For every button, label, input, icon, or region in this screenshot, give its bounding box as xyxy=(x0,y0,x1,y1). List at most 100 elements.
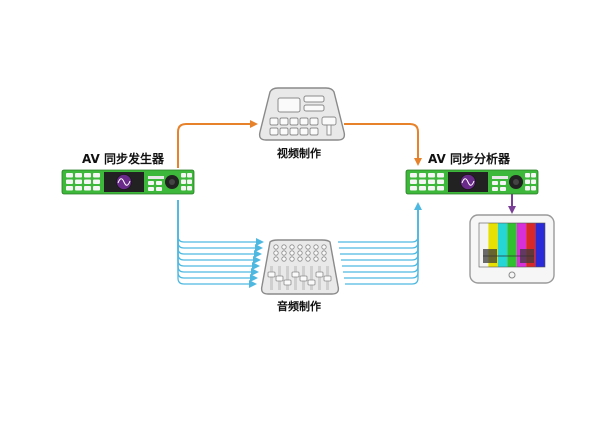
device-knob-center xyxy=(513,179,519,185)
mixer-knob xyxy=(289,244,295,250)
mixer-knob xyxy=(297,250,303,256)
test-pattern-bar xyxy=(526,223,536,267)
device-button xyxy=(156,187,162,191)
test-pattern-bar xyxy=(507,223,517,267)
device-button xyxy=(492,187,498,191)
device-button xyxy=(531,186,536,191)
device-button xyxy=(525,173,530,178)
console-panel xyxy=(303,104,325,112)
device-button xyxy=(419,173,426,178)
audio-arrow-out-3 xyxy=(340,204,419,255)
mixer-knob xyxy=(297,256,303,262)
console-key xyxy=(309,127,319,136)
audio-arrow-in-2 xyxy=(177,200,263,252)
device-logo xyxy=(492,176,508,179)
audio-arrow-in-1 xyxy=(177,200,264,246)
device-logo xyxy=(148,176,164,179)
video-signal-path xyxy=(177,120,422,168)
generator-label: AV 同步发生器 xyxy=(82,152,164,166)
device-button xyxy=(531,179,536,184)
console-key xyxy=(269,127,279,136)
mixer-knob xyxy=(289,256,295,262)
mixer-fader-track xyxy=(310,266,313,290)
device-button xyxy=(500,187,506,191)
tablet-home-button xyxy=(508,271,516,279)
test-pattern-bar xyxy=(497,223,508,267)
test-pattern-bar xyxy=(535,223,545,267)
audio-arrow-out-4 xyxy=(341,204,419,261)
device-button xyxy=(437,179,444,184)
device-button xyxy=(531,173,536,178)
device-button xyxy=(419,179,426,184)
mixer-knob xyxy=(313,256,319,262)
device-button xyxy=(428,173,435,178)
device-button xyxy=(181,173,186,178)
console-key xyxy=(289,117,299,126)
audio-arrow-in-5 xyxy=(177,200,260,270)
device-button xyxy=(187,186,192,191)
video-console-icon xyxy=(258,87,346,141)
device-button xyxy=(428,179,435,184)
mixer-knob xyxy=(273,256,279,262)
mixer-knob xyxy=(313,250,319,256)
device-button xyxy=(181,179,186,184)
device-button xyxy=(66,186,73,191)
audio-arrow-out-6 xyxy=(343,204,419,273)
mixer-knob xyxy=(281,250,287,256)
console-key xyxy=(289,127,299,136)
mixer-knob xyxy=(305,244,311,250)
device-button xyxy=(156,181,162,185)
console-key xyxy=(279,117,289,126)
device-button xyxy=(93,179,100,184)
device-button xyxy=(181,186,186,191)
mixer-fader-track xyxy=(286,266,289,290)
mixer-knob xyxy=(321,250,327,256)
audio-arrow-out-7 xyxy=(344,204,419,279)
device-button xyxy=(84,186,91,191)
audio-arrow-in-6 xyxy=(177,200,259,276)
console-joystick xyxy=(326,124,332,136)
mixer-fader xyxy=(291,271,300,278)
device-button xyxy=(428,186,435,191)
audio-signal-path xyxy=(177,200,422,288)
audio-arrow-out-8 xyxy=(345,204,419,285)
mixer-fader-track xyxy=(270,266,273,290)
mixer-knob xyxy=(297,244,303,250)
audio-arrow-in-3 xyxy=(177,200,262,258)
device-button xyxy=(492,181,498,185)
mixer-knob xyxy=(281,256,287,262)
tablet-monitor-icon xyxy=(469,214,555,284)
device-button xyxy=(410,173,417,178)
console-joystick-base xyxy=(321,116,337,126)
test-pattern-bar xyxy=(479,223,489,267)
test-pattern-bar xyxy=(488,223,498,267)
tablet-screen xyxy=(478,222,546,268)
device-button xyxy=(66,173,73,178)
device-button xyxy=(148,187,154,191)
mixer-fader-track xyxy=(294,266,297,290)
device-button xyxy=(93,173,100,178)
audio-mixer-icon xyxy=(260,239,340,295)
device-button xyxy=(75,179,82,184)
device-button xyxy=(437,173,444,178)
device-button xyxy=(93,186,100,191)
device-button xyxy=(500,181,506,185)
device-button xyxy=(525,186,530,191)
audio-arrow-out-1 xyxy=(338,202,422,243)
device-button xyxy=(437,186,444,191)
video-arrow-to-analyzer xyxy=(344,123,422,166)
console-key xyxy=(279,127,289,136)
device-button xyxy=(84,179,91,184)
mixer-fader xyxy=(323,275,332,282)
console-key xyxy=(299,117,309,126)
mixer-knob xyxy=(281,244,287,250)
audio-arrow-in-8 xyxy=(177,200,257,288)
device-button xyxy=(187,173,192,178)
audio-arrow-out-5 xyxy=(342,204,419,267)
mixer-knob xyxy=(273,244,279,250)
mixer-knob xyxy=(289,250,295,256)
device-button xyxy=(525,179,530,184)
device-waveform xyxy=(117,178,131,186)
